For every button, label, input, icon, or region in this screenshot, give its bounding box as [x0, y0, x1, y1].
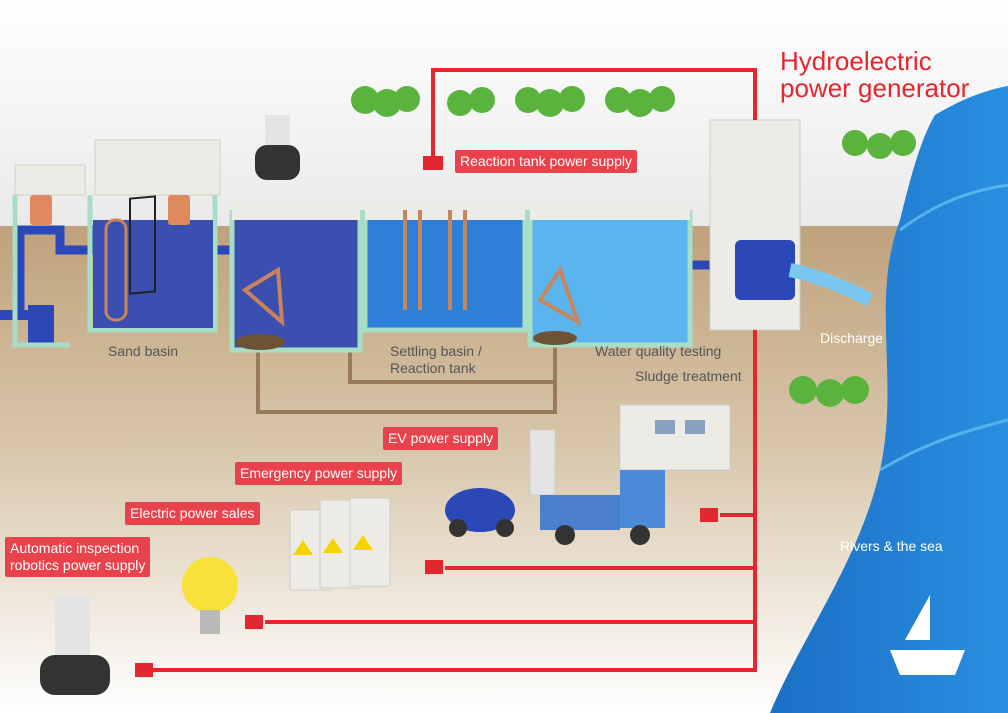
- trees: [351, 86, 916, 407]
- ev-charger-and-vehicles: [445, 429, 665, 545]
- tag-reaction-tank-power: Reaction tank power supply: [455, 150, 637, 173]
- sailboat: [890, 595, 965, 675]
- river: [770, 86, 1008, 713]
- label-sand-basin: Sand basin: [108, 343, 179, 359]
- power-panels: [289, 497, 391, 591]
- plugs: [135, 156, 718, 677]
- tag-ev-power: EV power supply: [383, 427, 499, 450]
- label-rivers: Rivers & the sea: [840, 538, 943, 554]
- tag-robotics-power: Automatic inspection robotics power supp…: [5, 537, 151, 577]
- hydro-generator: [709, 119, 874, 331]
- power-lines: [150, 68, 757, 672]
- label-sludge-treatment: Sludge treatment: [635, 368, 742, 384]
- hydroelectric-title: Hydroelectric power generator: [780, 46, 970, 103]
- label-settling-basin: Settling basin / Reaction tank: [390, 343, 482, 376]
- sand-basin-structure: [12, 139, 221, 348]
- label-water-quality: Water quality testing: [595, 343, 722, 359]
- inspection-robot: [40, 115, 300, 695]
- quality-tank: [527, 200, 693, 348]
- primary-tank: [229, 200, 363, 353]
- tag-emergency-power: Emergency power supply: [235, 462, 403, 485]
- tag-power-sales: Electric power sales: [125, 502, 260, 525]
- sludge-building: [619, 404, 731, 471]
- settling-tank: [362, 200, 528, 333]
- label-discharge: Discharge: [820, 330, 884, 346]
- light-bulb: [182, 557, 238, 634]
